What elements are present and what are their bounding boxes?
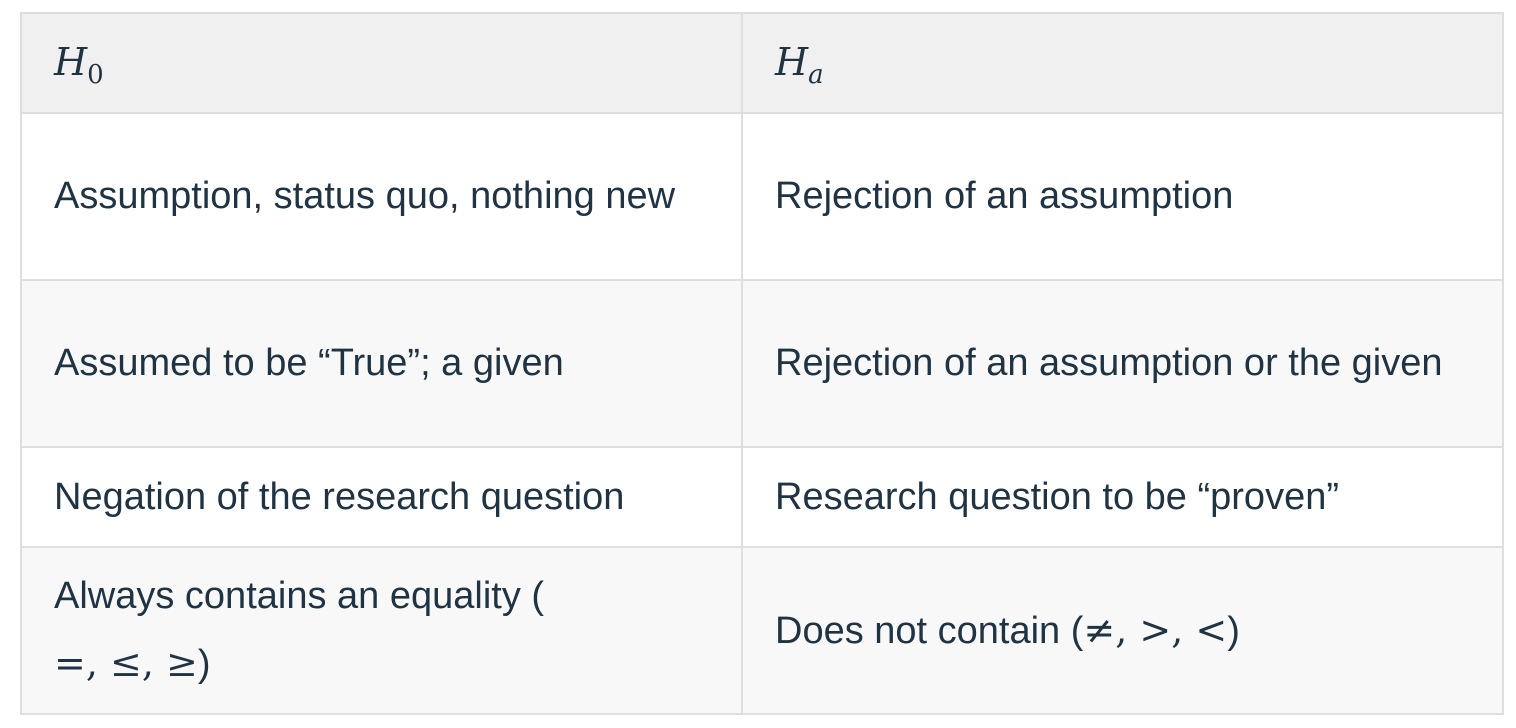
table-cell-h0: Assumed to be “True”; a given	[20, 279, 743, 448]
inequality-text: Does not contain (	[775, 609, 1084, 652]
table-cell-ha: Research question to be “proven”	[741, 446, 1504, 548]
inequality-close-paren: )	[1227, 609, 1240, 652]
equality-close-paren: )	[197, 643, 211, 685]
null-hypothesis-symbol: H0	[54, 40, 104, 88]
hypotheses-table: H0 Ha Assumption, status quo, nothing ne…	[20, 12, 1504, 715]
table-header-row: H0 Ha	[20, 12, 1504, 114]
equality-text: Always contains an equality (	[54, 575, 545, 617]
alternative-hypothesis-symbol: Ha	[775, 40, 824, 88]
table-cell-h0: Always contains an equality ( =, ≤, ≥)	[20, 546, 743, 715]
table-row: Assumption, status quo, nothing new Reje…	[20, 112, 1504, 281]
header-alternative-hypothesis: Ha	[741, 12, 1504, 114]
table-cell-ha: Rejection of an assumption or the given	[741, 279, 1504, 448]
alternative-hypothesis-subscript: a	[808, 60, 824, 90]
table-row: Assumed to be “True”; a given Rejection …	[20, 279, 1504, 448]
inequality-symbols: ≠, >, <	[1083, 607, 1228, 652]
table-cell-ha: Rejection of an assumption	[741, 112, 1504, 281]
table-cell-ha: Does not contain (≠, >, <)	[741, 546, 1504, 715]
null-hypothesis-base: H	[54, 40, 88, 84]
header-null-hypothesis: H0	[20, 12, 743, 114]
alternative-hypothesis-base: H	[775, 40, 809, 84]
equality-symbols: =, ≤, ≥	[54, 641, 198, 685]
table-cell-h0: Assumption, status quo, nothing new	[20, 112, 743, 281]
table-row: Negation of the research question Resear…	[20, 446, 1504, 548]
table-cell-h0: Negation of the research question	[20, 446, 743, 548]
null-hypothesis-subscript: 0	[87, 60, 104, 90]
table-row: Always contains an equality ( =, ≤, ≥) Do…	[20, 546, 1504, 715]
